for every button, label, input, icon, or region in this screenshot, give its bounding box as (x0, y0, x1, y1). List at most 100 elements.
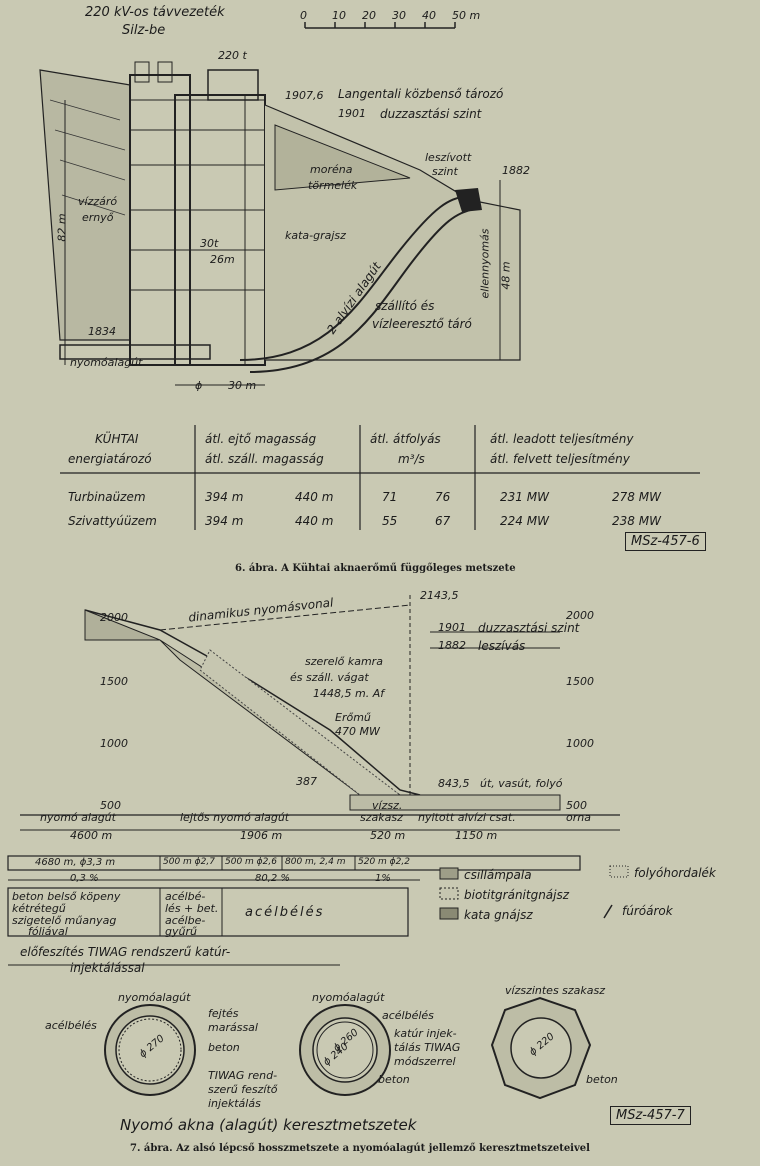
s2-title: nyomóalagút (312, 991, 385, 1004)
s2-lbl-c: tálás TIWAG (394, 1041, 461, 1054)
s1-lbl-a: acélbélés (45, 1019, 97, 1032)
dam-label: duzzasztási szint (380, 107, 482, 121)
fig6-drawing (39, 22, 521, 386)
drawdown-label: leszívott (425, 151, 472, 164)
f7-1000-l: 1000 (100, 737, 128, 750)
elev-1882: 1882 (502, 164, 530, 177)
th-4a: átl. leadott teljesítmény (490, 432, 634, 446)
prestress: előfeszítés TIWAG rendszerű katúr- (20, 945, 231, 959)
lining-1: beton belső köpeny (12, 890, 121, 903)
inclined-lbl: lejtős nyomó alagút (180, 811, 290, 824)
lining-2d: gyűrű (165, 925, 197, 938)
gate-label: vízzáró (78, 195, 118, 208)
legend-4: folyóhordalék (634, 866, 716, 880)
th-3b: m³/s (398, 452, 425, 466)
moraine-label: moréna (310, 163, 353, 176)
diam-label: ϕ (195, 379, 203, 392)
scale-40: 40 (422, 9, 436, 22)
row2-e: 224 MW (500, 514, 549, 528)
s3-lbl: beton (586, 1073, 618, 1086)
row2-f: 238 MW (612, 514, 661, 528)
schist-label: kata-grajsz (285, 229, 346, 242)
th-4b: átl. felvett teljesítmény (490, 452, 630, 466)
chamber-sub: és száll. vágat (290, 671, 369, 684)
seg-4: 800 m, 2,4 m (285, 857, 346, 867)
lining-2b: lés + bet. (165, 902, 219, 915)
debris-label: törmelék (308, 179, 358, 192)
f7-2000-l: 2000 (100, 611, 128, 624)
lining-2c: acélbe- (165, 914, 206, 927)
lining-2: acélbé- (165, 890, 206, 903)
elev-1901: 1901 (338, 107, 366, 120)
road: út, vasút, folyó (480, 777, 563, 790)
elev-1834: 1834 (88, 325, 116, 338)
s1-lbl-f: szerű feszítő (208, 1083, 278, 1096)
chamber: szerelő kamra (305, 655, 383, 668)
f7-500-l: 500 (100, 799, 121, 812)
legend-3: kata gnájsz (464, 908, 533, 922)
len-4600: 4600 m (70, 829, 113, 842)
caption-7: 7. ábra. Az alsó lépcső hosszmetszete a … (130, 1143, 590, 1154)
scale-50: 50 m (452, 9, 481, 22)
row1-name: Turbinaüzem (68, 490, 146, 504)
lining-1b: kétrétegű (12, 902, 66, 915)
s2-lbl-b: katúr injek- (394, 1027, 457, 1040)
reservoir-label: Langentali közbenső tározó (338, 87, 504, 101)
drawdown-sub: szint (432, 165, 458, 178)
weight-30: 30t (200, 237, 219, 250)
slope-2: 80,2 % (255, 873, 290, 884)
transport-label: szállító és (375, 299, 435, 313)
dam-level: duzzasztási szint (478, 621, 580, 635)
stamp-6: MSz-457-6 (625, 532, 706, 551)
open-tail: nyitott alvízi csat. (418, 811, 516, 824)
len-520: 520 m (370, 829, 406, 842)
row2-a: 394 m (205, 514, 244, 528)
seg-5: 520 m ϕ2,2 (358, 857, 410, 867)
lining-1c: szigetelő műanyag (12, 914, 117, 927)
legend-5: fúróárok (622, 904, 673, 918)
th-1b: energiatározó (68, 452, 152, 466)
horizontal-sub: szakasz (360, 811, 403, 824)
elev-2143: 2143,5 (420, 589, 459, 602)
th-2b: átl. száll. magasság (205, 452, 324, 466)
load-label: 220 t (218, 49, 247, 62)
th-2a: átl. ejtő magasság (205, 432, 317, 446)
legend-2: biotitgránitgnájsz (464, 888, 570, 902)
row2-d: 67 (435, 514, 451, 528)
f7-500-r: 500 (566, 799, 587, 812)
scale-10: 10 (332, 9, 346, 22)
row1-f: 278 MW (612, 490, 661, 504)
f7-1500-r: 1500 (566, 675, 594, 688)
elev-1907: 1907,6 (285, 89, 324, 102)
drawdown: leszívás (478, 639, 526, 653)
s1-lbl-e: TIWAG rend- (208, 1069, 278, 1082)
s2-lbl-d: módszerrel (394, 1055, 456, 1068)
scale-0: 0 (300, 9, 307, 22)
lining-1d: fóliával (28, 925, 68, 938)
row2-c: 55 (382, 514, 398, 528)
elev-8435: 843,5 (438, 777, 470, 790)
transport-sub: vízleeresztő táró (372, 317, 472, 331)
lining-3: acélbélés (245, 905, 325, 920)
elev-387: 387 (296, 775, 317, 788)
f7-1000-r: 1000 (566, 737, 594, 750)
scale-20: 20 (362, 9, 376, 22)
seg-1: 4680 m, ϕ3,3 m (35, 857, 116, 868)
scale-30: 30 (392, 9, 406, 22)
line-label: 220 kV-os távvezeték (85, 5, 225, 20)
s1-title: nyomóalagút (118, 991, 191, 1004)
f7-1500-l: 1500 (100, 675, 128, 688)
seg-2: 500 m ϕ2,7 (163, 857, 215, 867)
s1-lbl-c: marással (208, 1021, 258, 1034)
s1-lbl-b: fejtés (208, 1007, 239, 1020)
plant: Erőmű (335, 711, 371, 724)
f7-elev-1901: 1901 (438, 621, 466, 634)
pressure-tunnel-lbl: nyomó alagút (40, 811, 116, 824)
row1-d: 76 (435, 490, 451, 504)
len-1150: 1150 m (455, 829, 498, 842)
s2-lbl-e: beton (378, 1073, 410, 1086)
slope-1: 0,3 % (70, 873, 99, 884)
pressure-tunnel: nyomóalagút (70, 356, 143, 369)
f7-2000-r: 2000 (566, 609, 594, 622)
